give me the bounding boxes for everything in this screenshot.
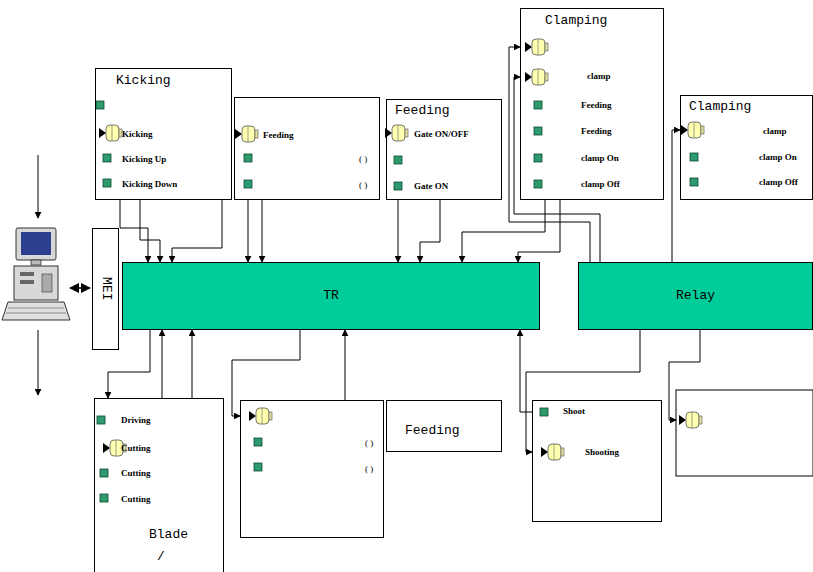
node-label: clamp <box>587 71 611 82</box>
clamping-box: ClampingclampFeedingFeedingclamp Onclamp… <box>520 8 664 200</box>
signal-wire <box>172 200 222 262</box>
signal-wire <box>526 330 640 452</box>
node-label: clamp <box>763 126 787 137</box>
node-title: Clamping <box>689 99 751 115</box>
node-label: Cutting <box>121 443 151 454</box>
node-label: Kicking Down <box>122 179 177 190</box>
valve-box <box>676 390 813 476</box>
terminal-square <box>100 494 108 502</box>
signal-wire <box>518 200 560 262</box>
signal-wire <box>398 200 399 262</box>
terminal-square <box>244 154 252 162</box>
node-label: Gate ON <box>414 181 448 192</box>
mei-board: MEI <box>92 228 119 350</box>
link-arrow <box>70 287 90 289</box>
node-title: Driving <box>121 415 151 426</box>
node-label: clamp Off <box>581 179 620 190</box>
clamping-box: Clamping clamp clamp On clamp Off <box>680 95 813 200</box>
terminal-square <box>534 180 542 188</box>
terminal-square <box>97 416 105 424</box>
feeding-box: Feeding ( ) ( ) <box>234 97 380 200</box>
relay-wire <box>669 330 700 420</box>
tr-band: TR <box>122 262 540 330</box>
node-label: Blade <box>149 527 188 543</box>
signal-wire <box>140 200 160 262</box>
terminal-square <box>254 463 262 471</box>
node-label: Kicking <box>122 129 153 140</box>
feeding-box: ( ) ( ) <box>240 400 384 538</box>
signal-wire <box>262 200 263 262</box>
relay-band: Relay <box>578 262 813 330</box>
terminal-square <box>103 179 111 187</box>
terminal-square <box>103 154 111 162</box>
terminal-square <box>254 438 262 446</box>
signal-wire <box>420 200 440 262</box>
kicking-box: KickingKickingKicking UpKicking Down <box>95 68 232 200</box>
terminal-square <box>394 182 402 190</box>
node-title: ( ) <box>365 438 373 449</box>
node-title: Feeding <box>395 103 450 119</box>
node-label: Feeding <box>581 126 612 137</box>
node-label: / <box>157 549 165 565</box>
input-arrow <box>38 155 39 218</box>
valve-symbol <box>681 122 704 138</box>
valve-symbol <box>525 69 548 85</box>
node-label: Feeding <box>581 100 612 111</box>
node-label: Kicking Up <box>122 154 166 165</box>
signal-wire <box>248 200 249 262</box>
terminal-square <box>394 156 402 164</box>
node-title: Shoot <box>563 406 585 417</box>
terminal-square <box>534 154 542 162</box>
output-arrow <box>38 330 39 395</box>
computer-icon <box>2 228 70 320</box>
node-label: ( ) <box>365 464 373 475</box>
node-label: Gate ON/OFF <box>414 129 469 140</box>
terminal-square <box>534 101 542 109</box>
node-title: Relay <box>676 288 715 304</box>
shoot-box: ShootShooting <box>532 400 662 522</box>
node-title: Feeding <box>405 423 460 439</box>
valve-symbol <box>99 125 122 141</box>
valve-symbol <box>235 126 258 142</box>
signal-wire <box>672 130 680 262</box>
valve-symbol <box>541 444 564 460</box>
feeding-box: Feeding <box>386 400 502 452</box>
blade-box: DrivingCuttingCuttingCuttingBlade/ <box>94 398 224 572</box>
valve-symbol <box>385 125 408 141</box>
node-label: clamp On <box>759 152 797 163</box>
node-label: Cutting <box>121 494 151 505</box>
node-title: MEI <box>98 277 114 300</box>
node-label: clamp Off <box>759 177 798 188</box>
node-label: Shooting <box>585 447 619 458</box>
signal-wire <box>108 330 150 398</box>
signal-wire <box>162 330 163 398</box>
terminal-square <box>100 469 108 477</box>
node-title: Kicking <box>116 73 171 89</box>
terminal-square <box>690 178 698 186</box>
signal-wire <box>232 330 300 416</box>
terminal-square <box>690 153 698 161</box>
node-label: ( ) <box>359 154 367 165</box>
terminal-square <box>244 180 252 188</box>
feeding-box: FeedingGate ON/OFF Gate ON <box>386 99 502 200</box>
signal-wire <box>192 330 193 398</box>
terminal-square <box>534 127 542 135</box>
terminal-square <box>540 408 548 416</box>
signal-wire <box>345 330 346 400</box>
terminal-square <box>96 101 104 109</box>
valve-symbol <box>679 412 702 428</box>
signal-wire <box>462 200 545 262</box>
node-label: clamp On <box>581 153 619 164</box>
node-title: Clamping <box>545 13 607 29</box>
node-title: Feeding <box>263 130 294 141</box>
node-label: ( ) <box>359 180 367 191</box>
signal-wire <box>120 200 148 262</box>
node-title: TR <box>323 288 339 304</box>
valve-symbol <box>525 39 548 55</box>
signal-wire <box>509 47 590 262</box>
valve-symbol <box>249 408 272 424</box>
node-label: Cutting <box>121 468 151 479</box>
